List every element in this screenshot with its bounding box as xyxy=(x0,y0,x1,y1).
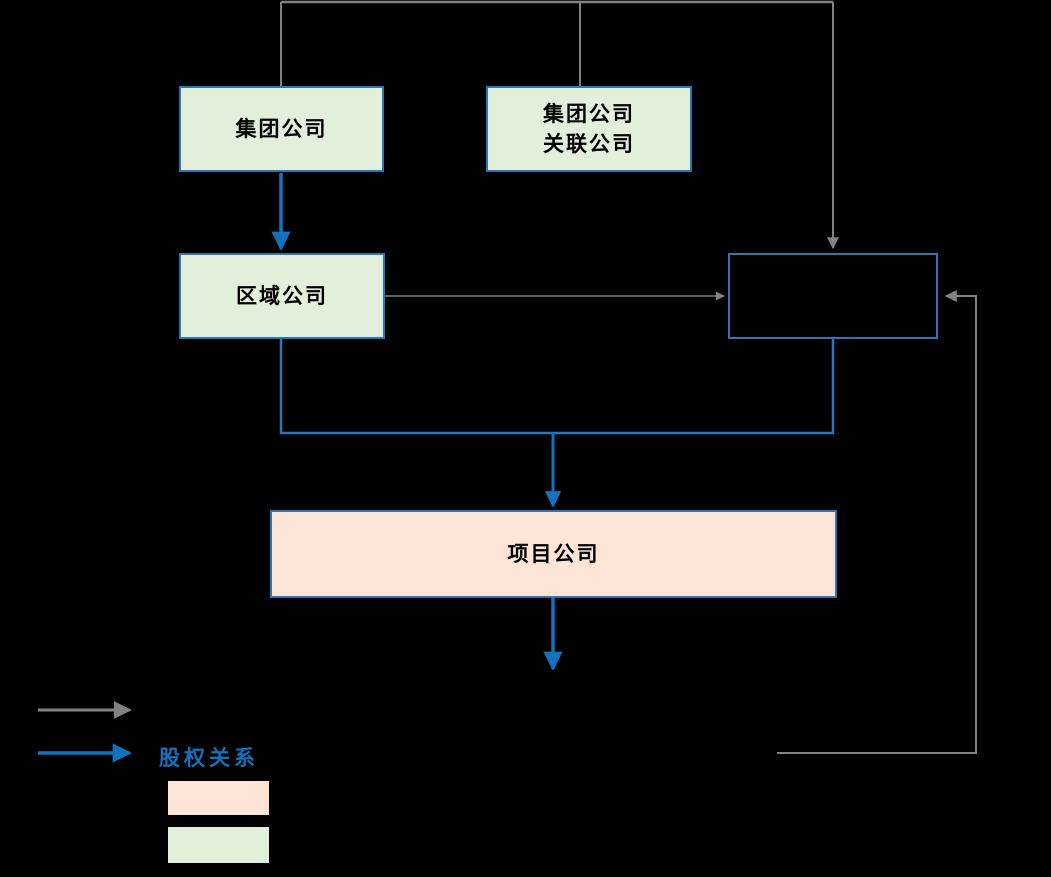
node-group-affiliate-company: 集团公司 关联公司 xyxy=(486,86,692,172)
node-group-company-label: 集团公司 xyxy=(235,116,328,141)
legend-green-swatch xyxy=(168,827,269,863)
legend-equity-label: 股权关系 xyxy=(159,746,259,770)
node-group-company: 集团公司 xyxy=(179,86,384,172)
node-project-company: 项目公司 xyxy=(270,510,837,598)
node-unlabeled-box xyxy=(728,253,938,339)
edge-feedback-to-partner-arrow xyxy=(777,290,977,754)
node-group-affiliate-line1: 集团公司 xyxy=(543,101,635,126)
node-regional-company-label: 区域公司 xyxy=(236,283,328,308)
node-project-company-label: 项目公司 xyxy=(507,541,600,566)
edge-merge-connector xyxy=(279,339,835,435)
node-regional-company: 区域公司 xyxy=(179,253,385,339)
legend-pink-swatch xyxy=(168,781,269,815)
node-group-affiliate-line2: 关联公司 xyxy=(543,132,635,156)
